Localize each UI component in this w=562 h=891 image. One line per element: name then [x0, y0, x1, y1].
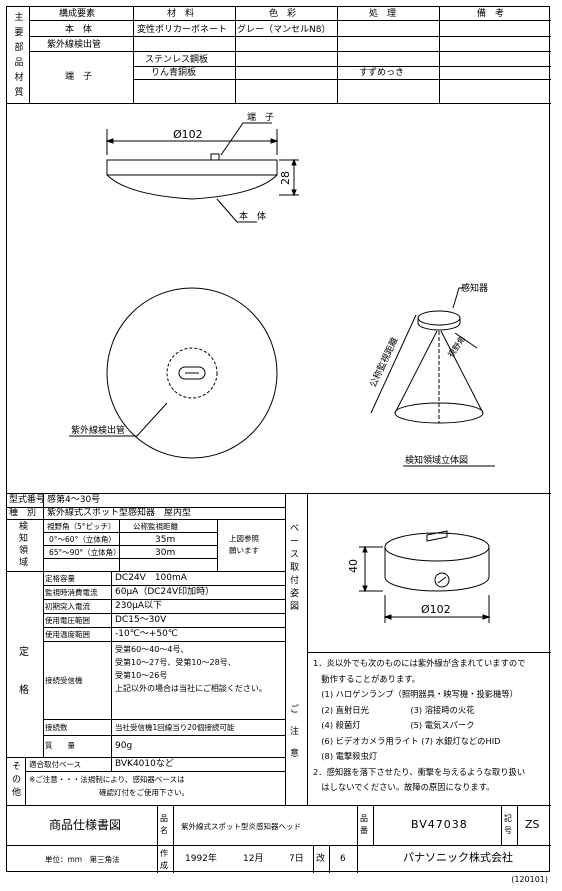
detection-cone — [370, 287, 484, 424]
uv-tube-label: 紫外線検出管 — [71, 424, 125, 436]
notes-side: ご注意 — [290, 705, 300, 759]
unit-label: 単位：mm 第三角法 — [45, 855, 120, 864]
rev-label: 改 — [316, 854, 326, 864]
base-height: 40 — [347, 559, 360, 573]
row-terminal-component: 端 子 — [65, 72, 93, 82]
product-number: BV47038 — [411, 818, 468, 831]
made-label: 作成 — [160, 849, 168, 870]
base-value: BVK4010など — [115, 759, 174, 769]
header-component: 構成要素 — [59, 9, 96, 19]
drawing-area: Ø102 28 端 子 本 体 紫外線検出管 感知器 公称監視距離 視野角 — [69, 111, 495, 467]
spec-sheet: 主 要 部 品 材 質 構成要素 材 料 色 彩 処 理 備 考 本 体 変性ポ… — [6, 6, 551, 873]
base-mount-drawing: 40 Ø102 — [347, 530, 491, 623]
name-label: 品名 — [160, 814, 168, 835]
mass-label: 質 量 — [45, 741, 75, 750]
row-body-material: 変性ポリカーボネート — [137, 25, 228, 35]
row-uv-component: 紫外線検出管 — [47, 40, 102, 50]
base-diameter: Ø102 — [421, 603, 451, 616]
date-year: 1992年 — [185, 854, 217, 864]
rated-side: 定 — [19, 647, 29, 658]
fig-ref2: 願います — [229, 546, 259, 555]
header-color: 色 彩 — [269, 9, 297, 19]
footer-code: (120101) — [511, 875, 548, 884]
header-treatment: 処 理 — [369, 9, 397, 19]
voltage-range-value: DC15～30V — [115, 615, 167, 625]
standby-current-label: 監視時消費電流 — [45, 588, 98, 597]
model-value: 感第4～30号 — [47, 495, 101, 505]
dist-header: 公称監視距離 — [133, 522, 178, 531]
connect-label: 接続数 — [45, 723, 68, 732]
fov-row1-angle: 0°～60°（立体角） — [49, 535, 116, 544]
side-height: 28 — [279, 171, 292, 185]
number-label: 品番 — [360, 814, 368, 835]
row-body-color: グレー（マンセルN8） — [237, 25, 331, 35]
header-material: 材 料 — [167, 9, 195, 19]
other-side: その他 — [12, 762, 22, 798]
terminal-label: 端 子 — [247, 111, 274, 123]
date-day: 7日 — [289, 854, 304, 864]
type-label: 種 別 — [9, 508, 37, 518]
row-terminal-material1: ステンレス鋼板 — [145, 55, 209, 65]
temp-range-label: 使用温度範囲 — [45, 630, 90, 639]
mass-value: 90g — [115, 741, 133, 751]
company: パナソニック株式会社 — [403, 851, 513, 864]
product-name: 紫外線式スポット型炎感知器ヘッド — [181, 822, 301, 831]
receiver-list: 受第60～40～4号、 受第10～27号、受第10～28号、 受第10～26号 … — [115, 645, 267, 693]
symbol: ZS — [525, 818, 540, 831]
fov-row2-dist: 30m — [155, 548, 176, 558]
detect-area-label: 検知領域立体図 — [405, 454, 468, 466]
rated-capacity-label: 定格容量 — [45, 574, 75, 583]
body-label: 本 体 — [239, 210, 266, 222]
side-view — [105, 122, 299, 223]
fig-ref: 上図参照 — [229, 534, 259, 543]
caution-line2: 確認灯付をご使用下さい。 — [99, 788, 189, 797]
inrush-current-value: 230μA以下 — [115, 601, 163, 611]
caution-line1: ※ご注意・・・法規制により、感知器ベースは — [29, 775, 185, 784]
distance-label: 公称監視距離 — [367, 335, 401, 389]
bottom-view — [69, 287, 278, 459]
date-month: 12月 — [243, 854, 264, 864]
notes-list: 1．炎以外でも次のものには紫外線が含まれていますので 動作することがあります。 … — [313, 658, 526, 792]
rev-value: 6 — [340, 854, 346, 864]
receiver-label: 接続受信機 — [45, 676, 83, 685]
sensor-label: 感知器 — [461, 282, 488, 294]
case-side: 格 — [19, 685, 29, 696]
inrush-current-label: 初期突入電流 — [45, 602, 90, 611]
standby-current-value: 60μA（DC24V印加時） — [115, 587, 215, 597]
fov-row2-angle: 65°～90°（立体角） — [49, 548, 121, 557]
symbol-label: 記号 — [504, 814, 512, 835]
row-body-component: 本 体 — [65, 25, 93, 35]
temp-range-value: -10℃～+50℃ — [115, 629, 178, 639]
connect-value: 当社受信機1回線当り20個接続可能 — [115, 723, 235, 732]
type-value: 紫外線式スポット型感知器 屋内型 — [47, 508, 192, 518]
voltage-range-label: 使用電圧範囲 — [45, 616, 90, 625]
materials-side-label: 主 — [14, 13, 24, 23]
header-note: 備 考 — [477, 9, 505, 19]
rated-capacity-value: DC24V 100mA — [115, 573, 187, 583]
model-label: 型式番号 — [9, 495, 46, 505]
doc-title: 商品仕様書図 — [49, 818, 122, 832]
fov-header: 視野角（5°ピッチ） — [47, 522, 116, 531]
side-diameter: Ø102 — [173, 128, 203, 141]
base-label: 適合取付ベース — [29, 760, 82, 769]
row-terminal-treatment: すずめっき — [359, 68, 405, 78]
area-side: 検知領域 — [19, 522, 29, 568]
fov-row1-dist: 35m — [155, 535, 176, 545]
row-terminal-material2: りん青銅板 — [151, 68, 197, 78]
base-mount-side: ベース取付姿図 — [290, 524, 300, 612]
